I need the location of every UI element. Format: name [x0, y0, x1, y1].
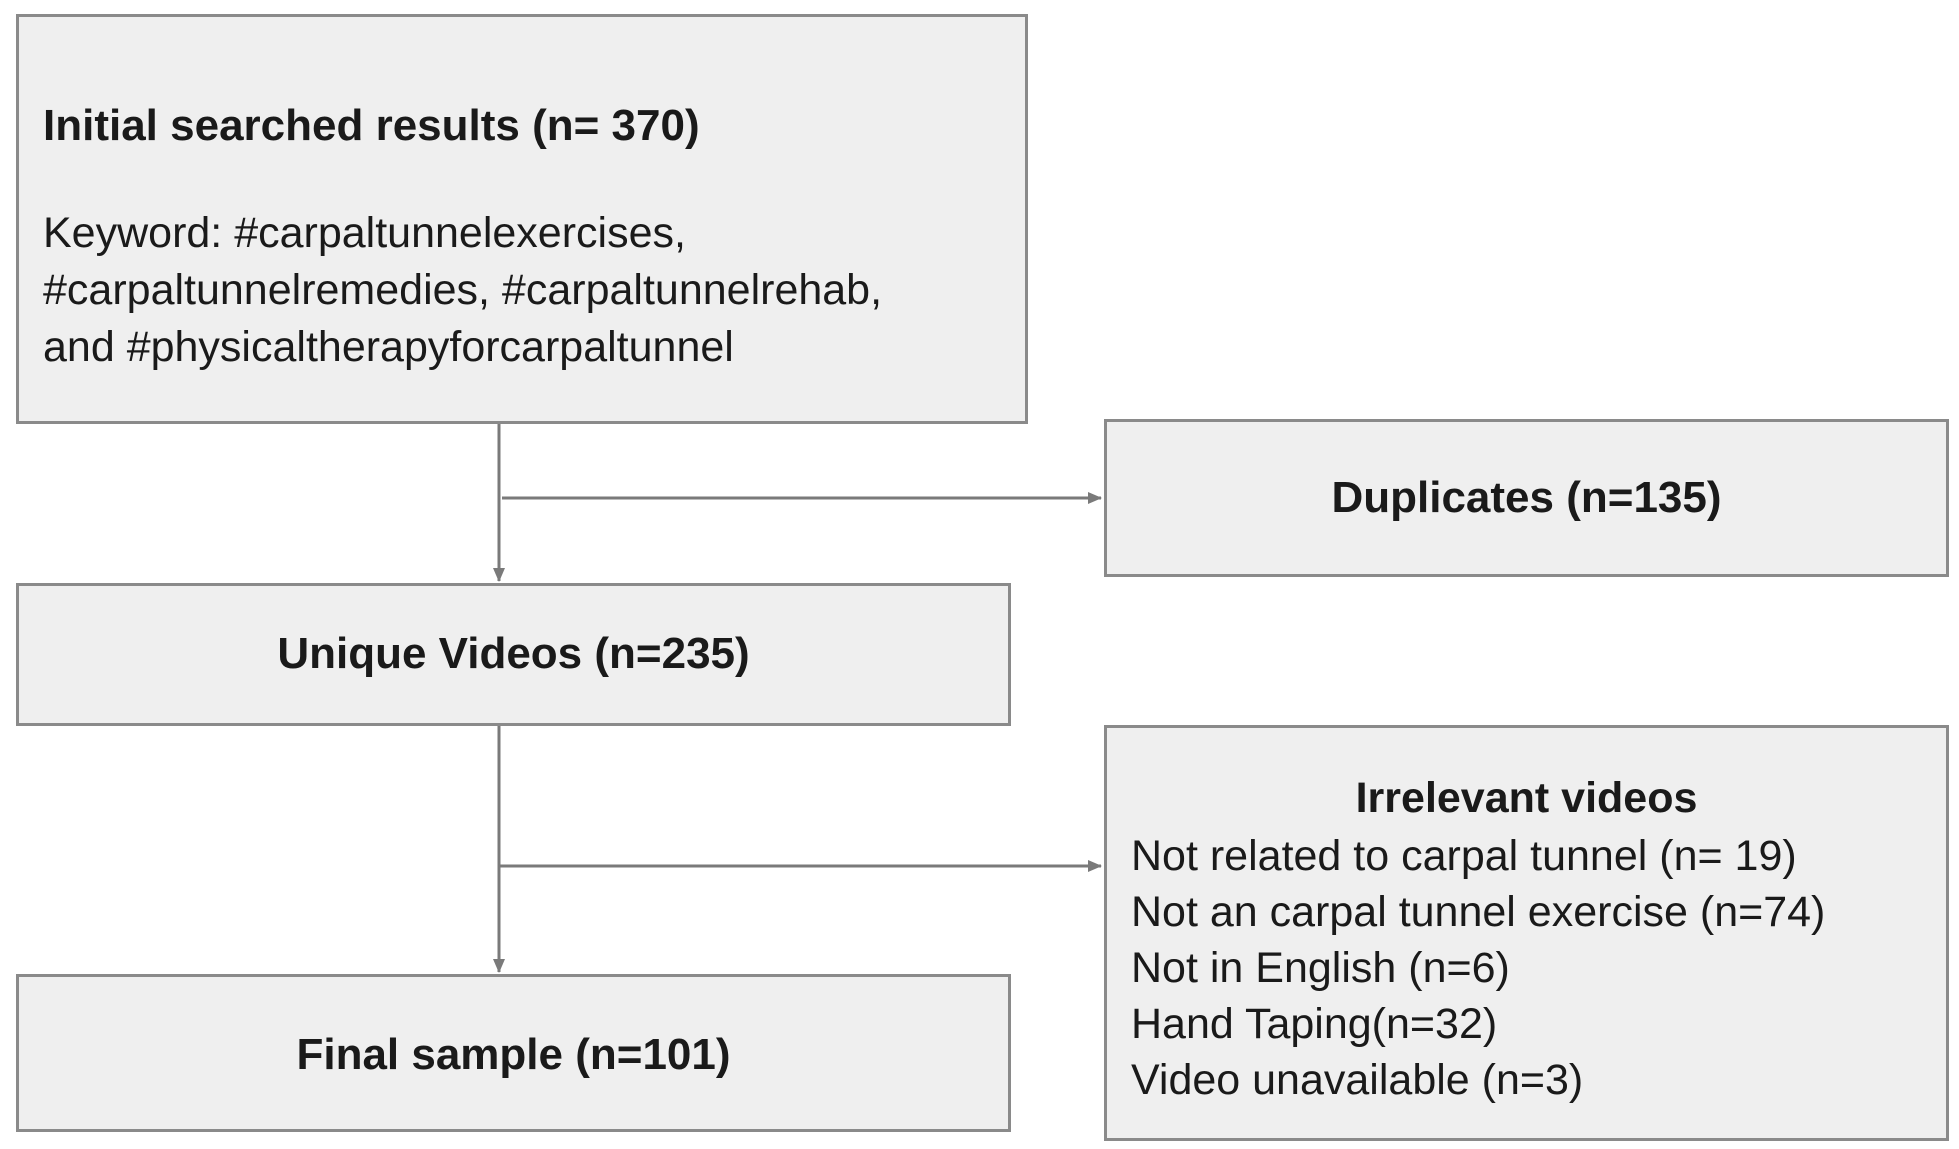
irrelevant-reasons-list: Not related to carpal tunnel (n= 19) Not…: [1131, 828, 1825, 1108]
list-item: Not related to carpal tunnel (n= 19): [1131, 832, 1797, 880]
list-item: Not in English (n=6): [1131, 944, 1510, 992]
unique-videos-label: Unique Videos (n=235): [277, 629, 750, 678]
keyword-line: #carpaltunnelremedies, #carpaltunnelreha…: [43, 266, 883, 314]
keyword-text: Keyword: #carpaltunnelexercises, #carpal…: [43, 205, 882, 376]
irrelevant-videos-box: Irrelevant videos Not related to carpal …: [1104, 725, 1949, 1141]
duplicates-box: Duplicates (n=135): [1104, 419, 1949, 577]
unique-videos-box: Unique Videos (n=235): [16, 583, 1011, 726]
initial-results-title: Initial searched results (n= 370): [43, 101, 700, 150]
keyword-line: Keyword: #carpaltunnelexercises,: [43, 209, 686, 257]
duplicates-label: Duplicates (n=135): [1331, 473, 1722, 522]
list-item: Not an carpal tunnel exercise (n=74): [1131, 888, 1826, 936]
irrelevant-videos-title: Irrelevant videos: [1355, 774, 1698, 822]
keyword-line: and #physicaltherapyforcarpaltunnel: [43, 323, 734, 371]
list-item: Hand Taping(n=32): [1131, 1000, 1498, 1048]
final-sample-label: Final sample (n=101): [296, 1030, 731, 1079]
final-sample-box: Final sample (n=101): [16, 974, 1011, 1132]
initial-results-box: Initial searched results (n= 370) Keywor…: [16, 14, 1028, 424]
list-item: Video unavailable (n=3): [1131, 1056, 1584, 1104]
